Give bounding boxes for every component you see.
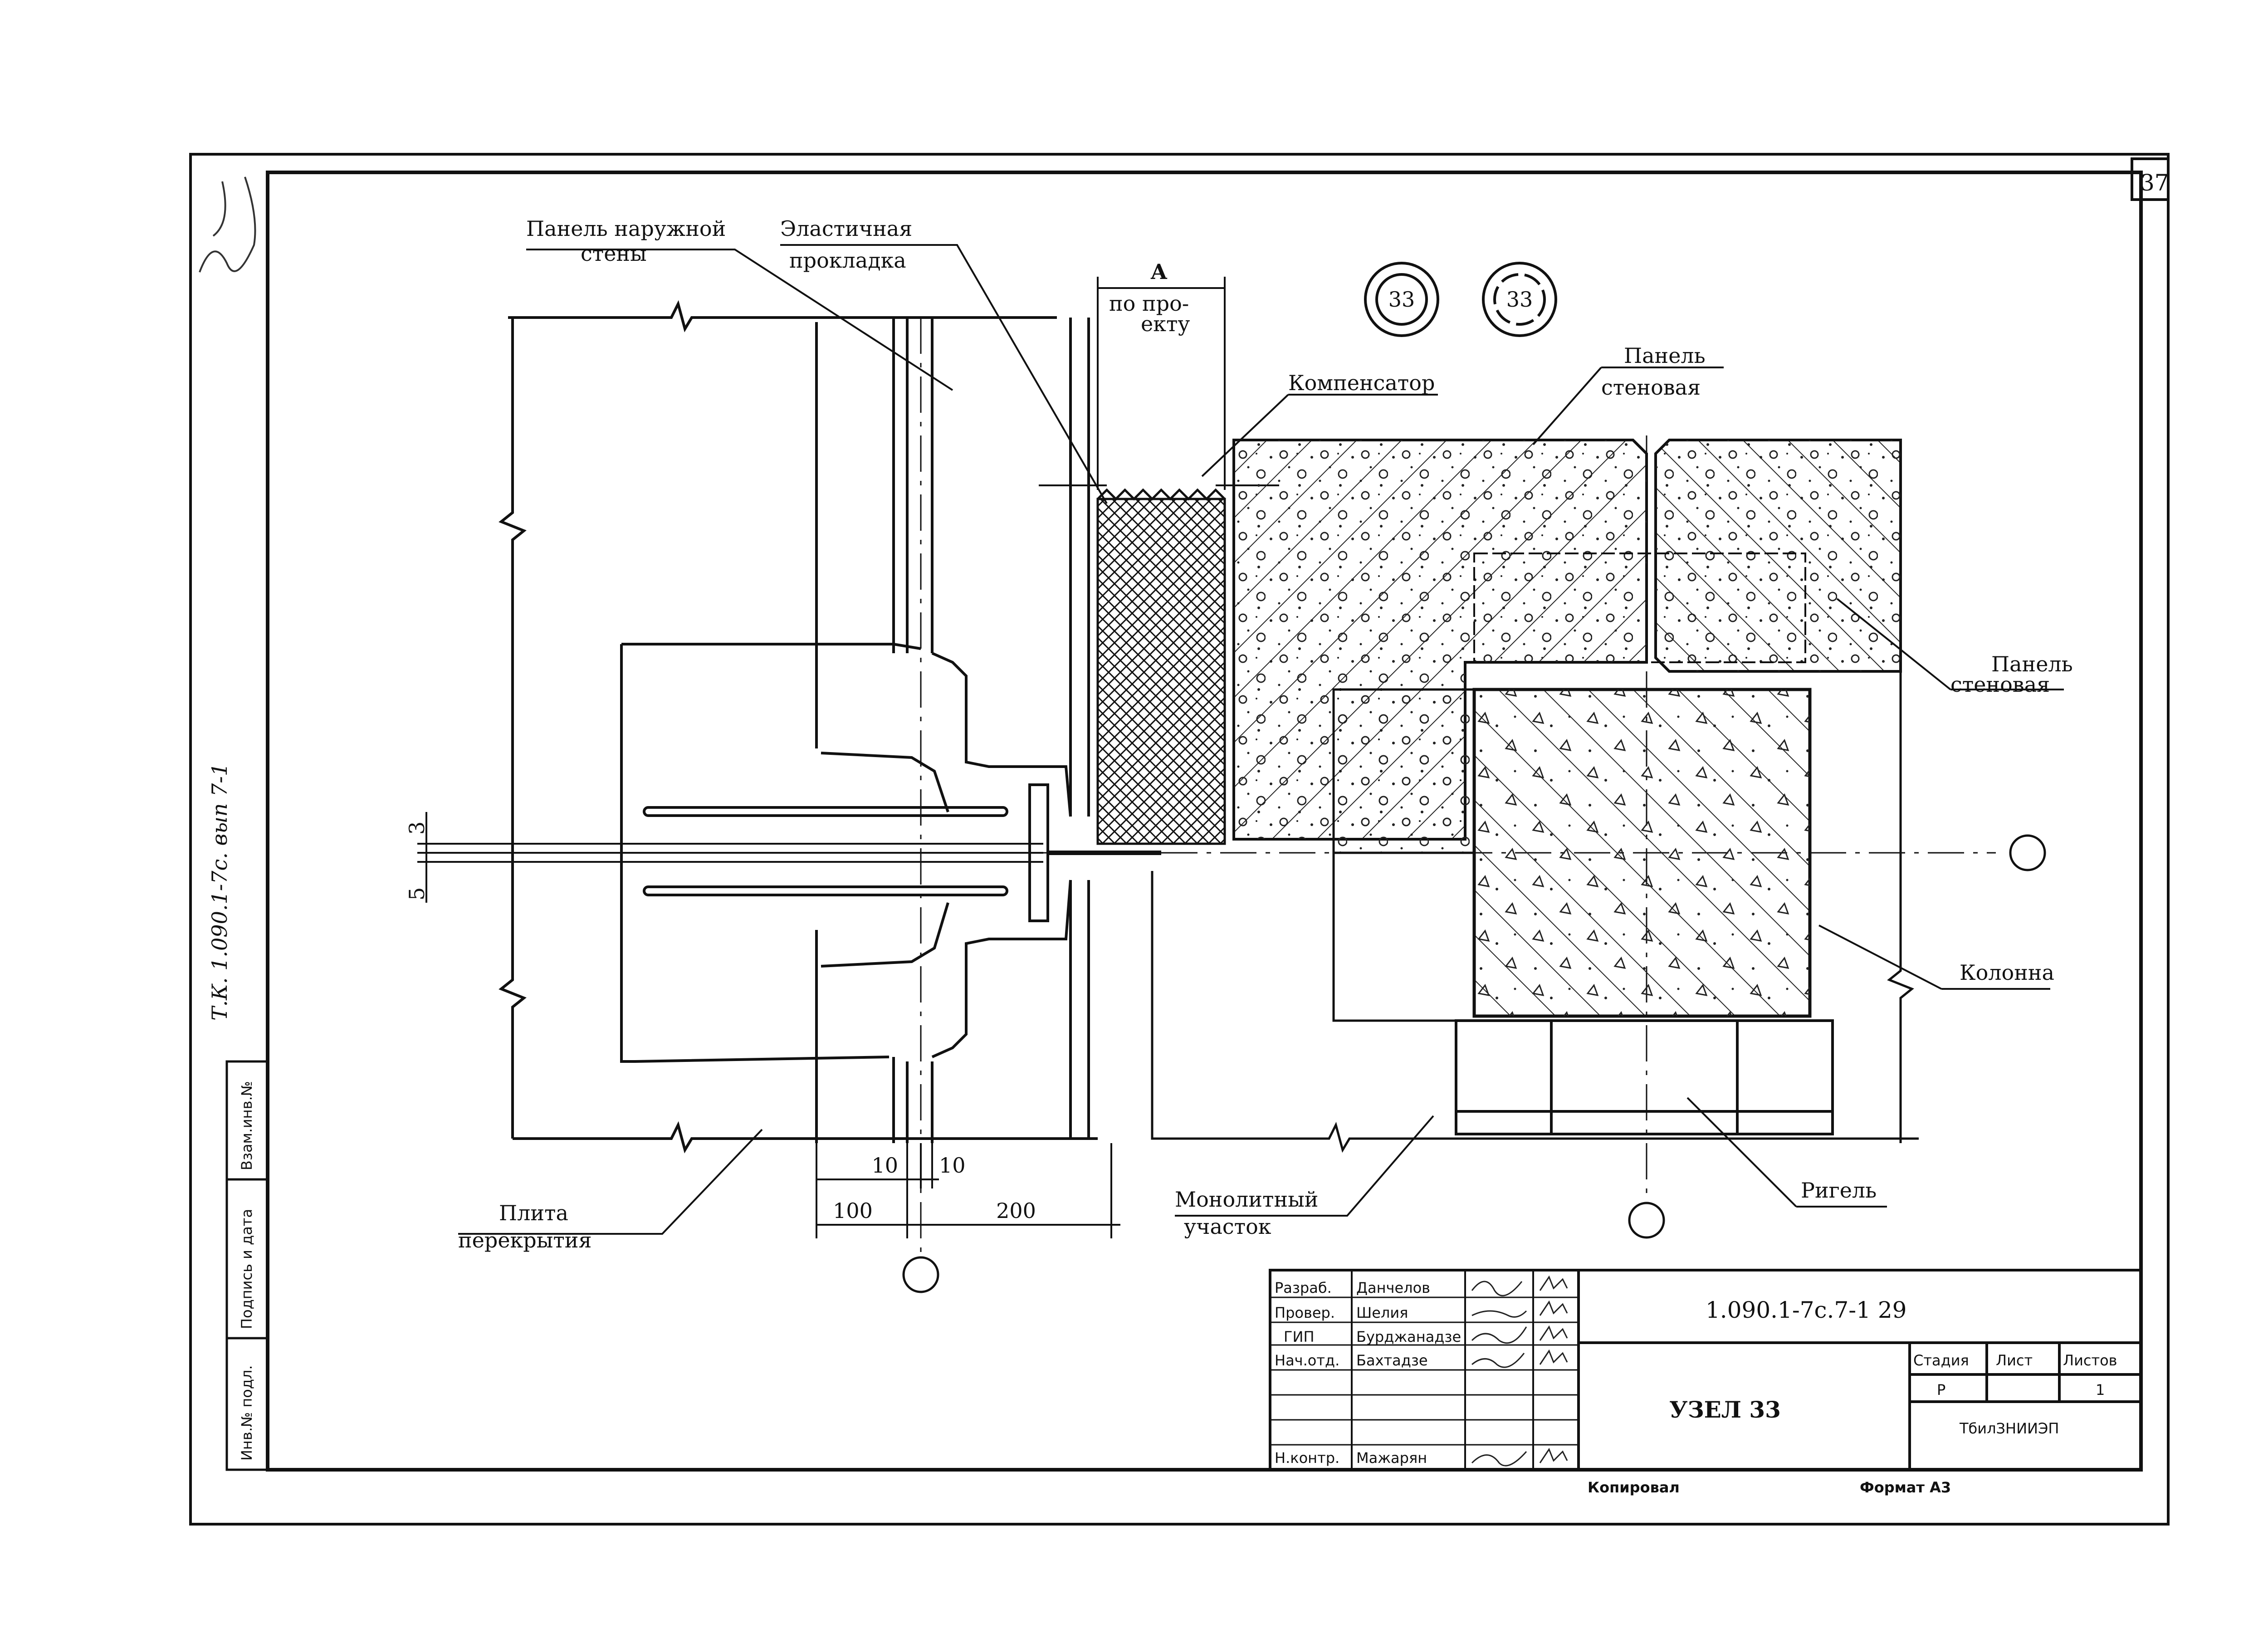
- label-compensator: Компенсатор: [1288, 371, 1435, 395]
- tb-role-1: Провер.: [1275, 1304, 1335, 1321]
- footer-copied: Копировал: [1588, 1479, 1680, 1496]
- tb-name-1: Шелия: [1356, 1304, 1408, 1321]
- dim-right-10: 10: [939, 1153, 966, 1178]
- wall-panel-upper-right: [1654, 439, 1902, 673]
- dim-right-200: 200: [996, 1198, 1036, 1223]
- label-dim-a: А: [1150, 259, 1168, 284]
- label-wall-panel-right-2: стеновая: [1950, 672, 2050, 697]
- tb-org: ТбилЗНИИЭП: [1959, 1420, 2059, 1437]
- label-per-project-2: екту: [1141, 312, 1190, 336]
- tb-role-2: ГИП: [1284, 1328, 1315, 1345]
- node-callout-mirror: [1482, 262, 1557, 337]
- label-floor-slab-2: перекрытия: [458, 1228, 592, 1252]
- column: [1472, 688, 1812, 1018]
- tb-name-0: Данчелов: [1356, 1279, 1430, 1296]
- label-outer-panel-1: Панель наружной: [526, 216, 726, 241]
- dim-gap-5: 5: [405, 887, 429, 900]
- monolithic-zone-outline: [1332, 688, 1476, 854]
- label-girder: Ригель: [1801, 1178, 1877, 1203]
- tb-role-6: Н.контр.: [1275, 1449, 1339, 1467]
- label-monolithic-1: Монолитный: [1175, 1187, 1318, 1212]
- stamp-replacement-inv: Взам.инв.№: [238, 1081, 255, 1170]
- tb-doc-code: 1.090.1-7с.7-1 29: [1706, 1297, 1906, 1323]
- bottom-dimensions: [816, 1143, 1120, 1238]
- vertical-dimension: [417, 812, 435, 903]
- margin-signature-mark: [199, 176, 256, 273]
- sheet-number: 37: [2140, 170, 2169, 196]
- tb-stage-header: Стадия: [1913, 1352, 1969, 1369]
- label-wall-panel-top-1: Панель: [1624, 343, 1706, 368]
- tb-name-3: Бахтадзе: [1356, 1352, 1428, 1369]
- axis-marker-bottom-left: [902, 1256, 939, 1293]
- label-elastic-pad-1: Эластичная: [780, 216, 912, 241]
- title-block-rows: [1270, 1296, 1579, 1446]
- tb-role-3: Нач.отд.: [1275, 1352, 1339, 1369]
- label-outer-panel-2: стены: [581, 241, 647, 266]
- tb-title: УЗЕЛ 33: [1669, 1396, 1781, 1423]
- tb-signatures: [1471, 1275, 1568, 1467]
- elastic-pad-area: [1096, 498, 1226, 845]
- tb-name-2: Бурджанадзе: [1356, 1328, 1461, 1345]
- tb-sheets-header: Листов: [2063, 1352, 2117, 1369]
- sheet-frame: [189, 153, 2170, 1526]
- dim-left-10: 10: [871, 1153, 898, 1178]
- dim-gap-3: 3: [405, 822, 429, 835]
- label-wall-panel-top-2: стеновая: [1601, 375, 1701, 400]
- tb-sheet-header: Лист: [1996, 1352, 2033, 1369]
- label-column: Колонна: [1960, 960, 2054, 985]
- label-floor-slab-1: Плита: [499, 1201, 568, 1225]
- tb-stage: Р: [1937, 1381, 1945, 1399]
- stamp-inv-no: Инв.№ подл.: [238, 1365, 255, 1461]
- node-callout-mirror-text: 33: [1506, 287, 1533, 312]
- node-callout-main-text: 33: [1388, 287, 1415, 312]
- label-wall-panel-right-1: Панель: [1991, 652, 2073, 676]
- tb-sheets: 1: [2096, 1381, 2105, 1399]
- axis-marker-right: [2009, 834, 2046, 871]
- label-monolithic-2: участок: [1184, 1214, 1271, 1239]
- tb-role-0: Разраб.: [1275, 1279, 1332, 1296]
- footer-format: Формат А3: [1860, 1479, 1951, 1496]
- column-right-breakline: [1887, 671, 1914, 1143]
- side-stamp: [225, 1060, 269, 1471]
- label-per-project-1: по про-: [1109, 291, 1189, 316]
- girder: [1151, 871, 1919, 1153]
- tb-name-6: Мажарян: [1356, 1449, 1427, 1467]
- dim-left-100: 100: [833, 1198, 873, 1223]
- margin-note: Т.К. 1.090.1-7с. вып 7-1: [207, 763, 232, 1021]
- label-elastic-pad-2: прокладка: [789, 248, 906, 273]
- compensator-zigzag: [1097, 488, 1226, 501]
- leader-lines: [458, 244, 2064, 1235]
- node-callout-main: [1364, 262, 1439, 337]
- axis-marker-bottom-right: [1628, 1202, 1665, 1239]
- wall-panel-inner-outline: [1473, 553, 1806, 663]
- stamp-signature-date: Подпись и дата: [238, 1209, 255, 1329]
- left-assembly: [426, 300, 1161, 1154]
